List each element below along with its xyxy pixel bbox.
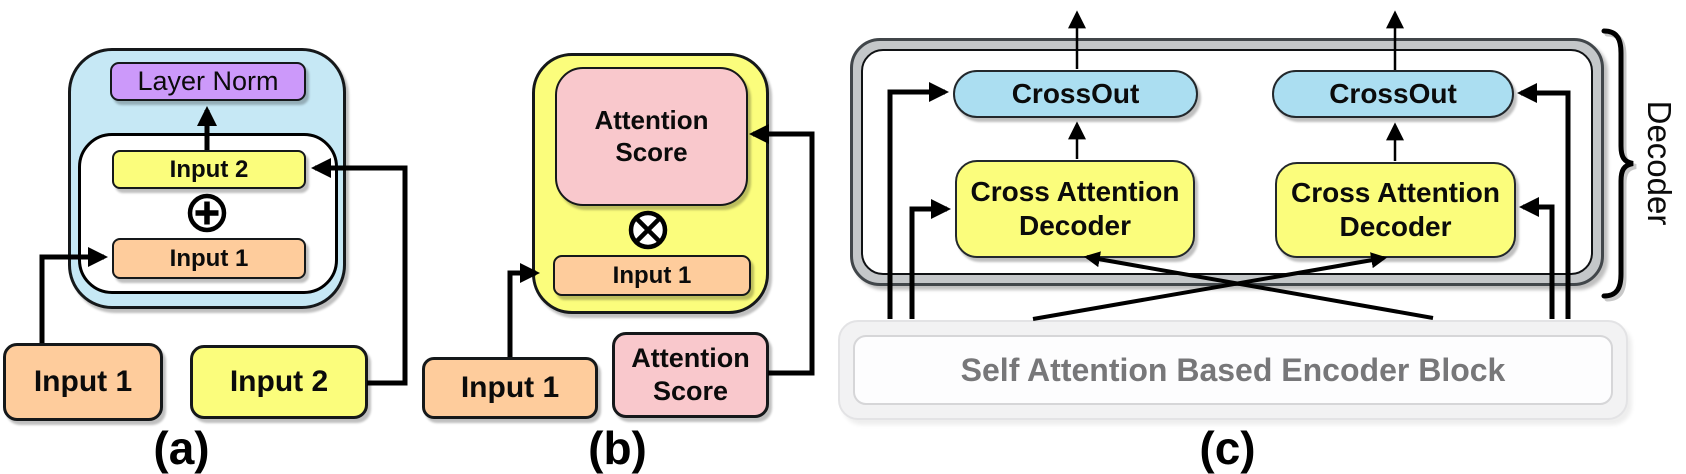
decoder-side-label: Decoder — [1641, 100, 1678, 226]
crossout-right-box: CrossOut — [1272, 70, 1514, 118]
arrow-bottom-input1-to-inner-input1-b — [507, 263, 540, 357]
panel-a-inner-input1-box: Input 1 — [112, 238, 306, 279]
cross-attention-decoder-left-box: Cross Attention Decoder — [955, 160, 1195, 258]
decoder-brace — [1601, 28, 1637, 302]
panel-b-attention-score-inner-box: Attention Score — [555, 67, 748, 206]
panel-a-input2-box: Input 2 — [190, 345, 368, 419]
panel-b-label: (b) — [588, 422, 647, 474]
panel-a-inner-input2-box: Input 2 — [112, 150, 306, 189]
panel-a-input1-box: Input 1 — [3, 343, 163, 421]
panel-b-input1-box: Input 1 — [422, 357, 598, 419]
encoder-block: Self Attention Based Encoder Block — [838, 320, 1628, 420]
crossout-left-box: CrossOut — [953, 70, 1198, 118]
panel-a-label: (a) — [153, 422, 210, 474]
layer-norm-box: Layer Norm — [110, 62, 306, 101]
cross-attention-decoder-right-box: Cross Attention Decoder — [1275, 162, 1516, 258]
panel-b-attention-score-box: Attention Score — [612, 332, 769, 418]
panel-c-label: (c) — [1199, 422, 1256, 474]
panel-b-inner-input1-box: Input 1 — [553, 255, 751, 296]
encoder-block-label: Self Attention Based Encoder Block — [853, 335, 1613, 405]
